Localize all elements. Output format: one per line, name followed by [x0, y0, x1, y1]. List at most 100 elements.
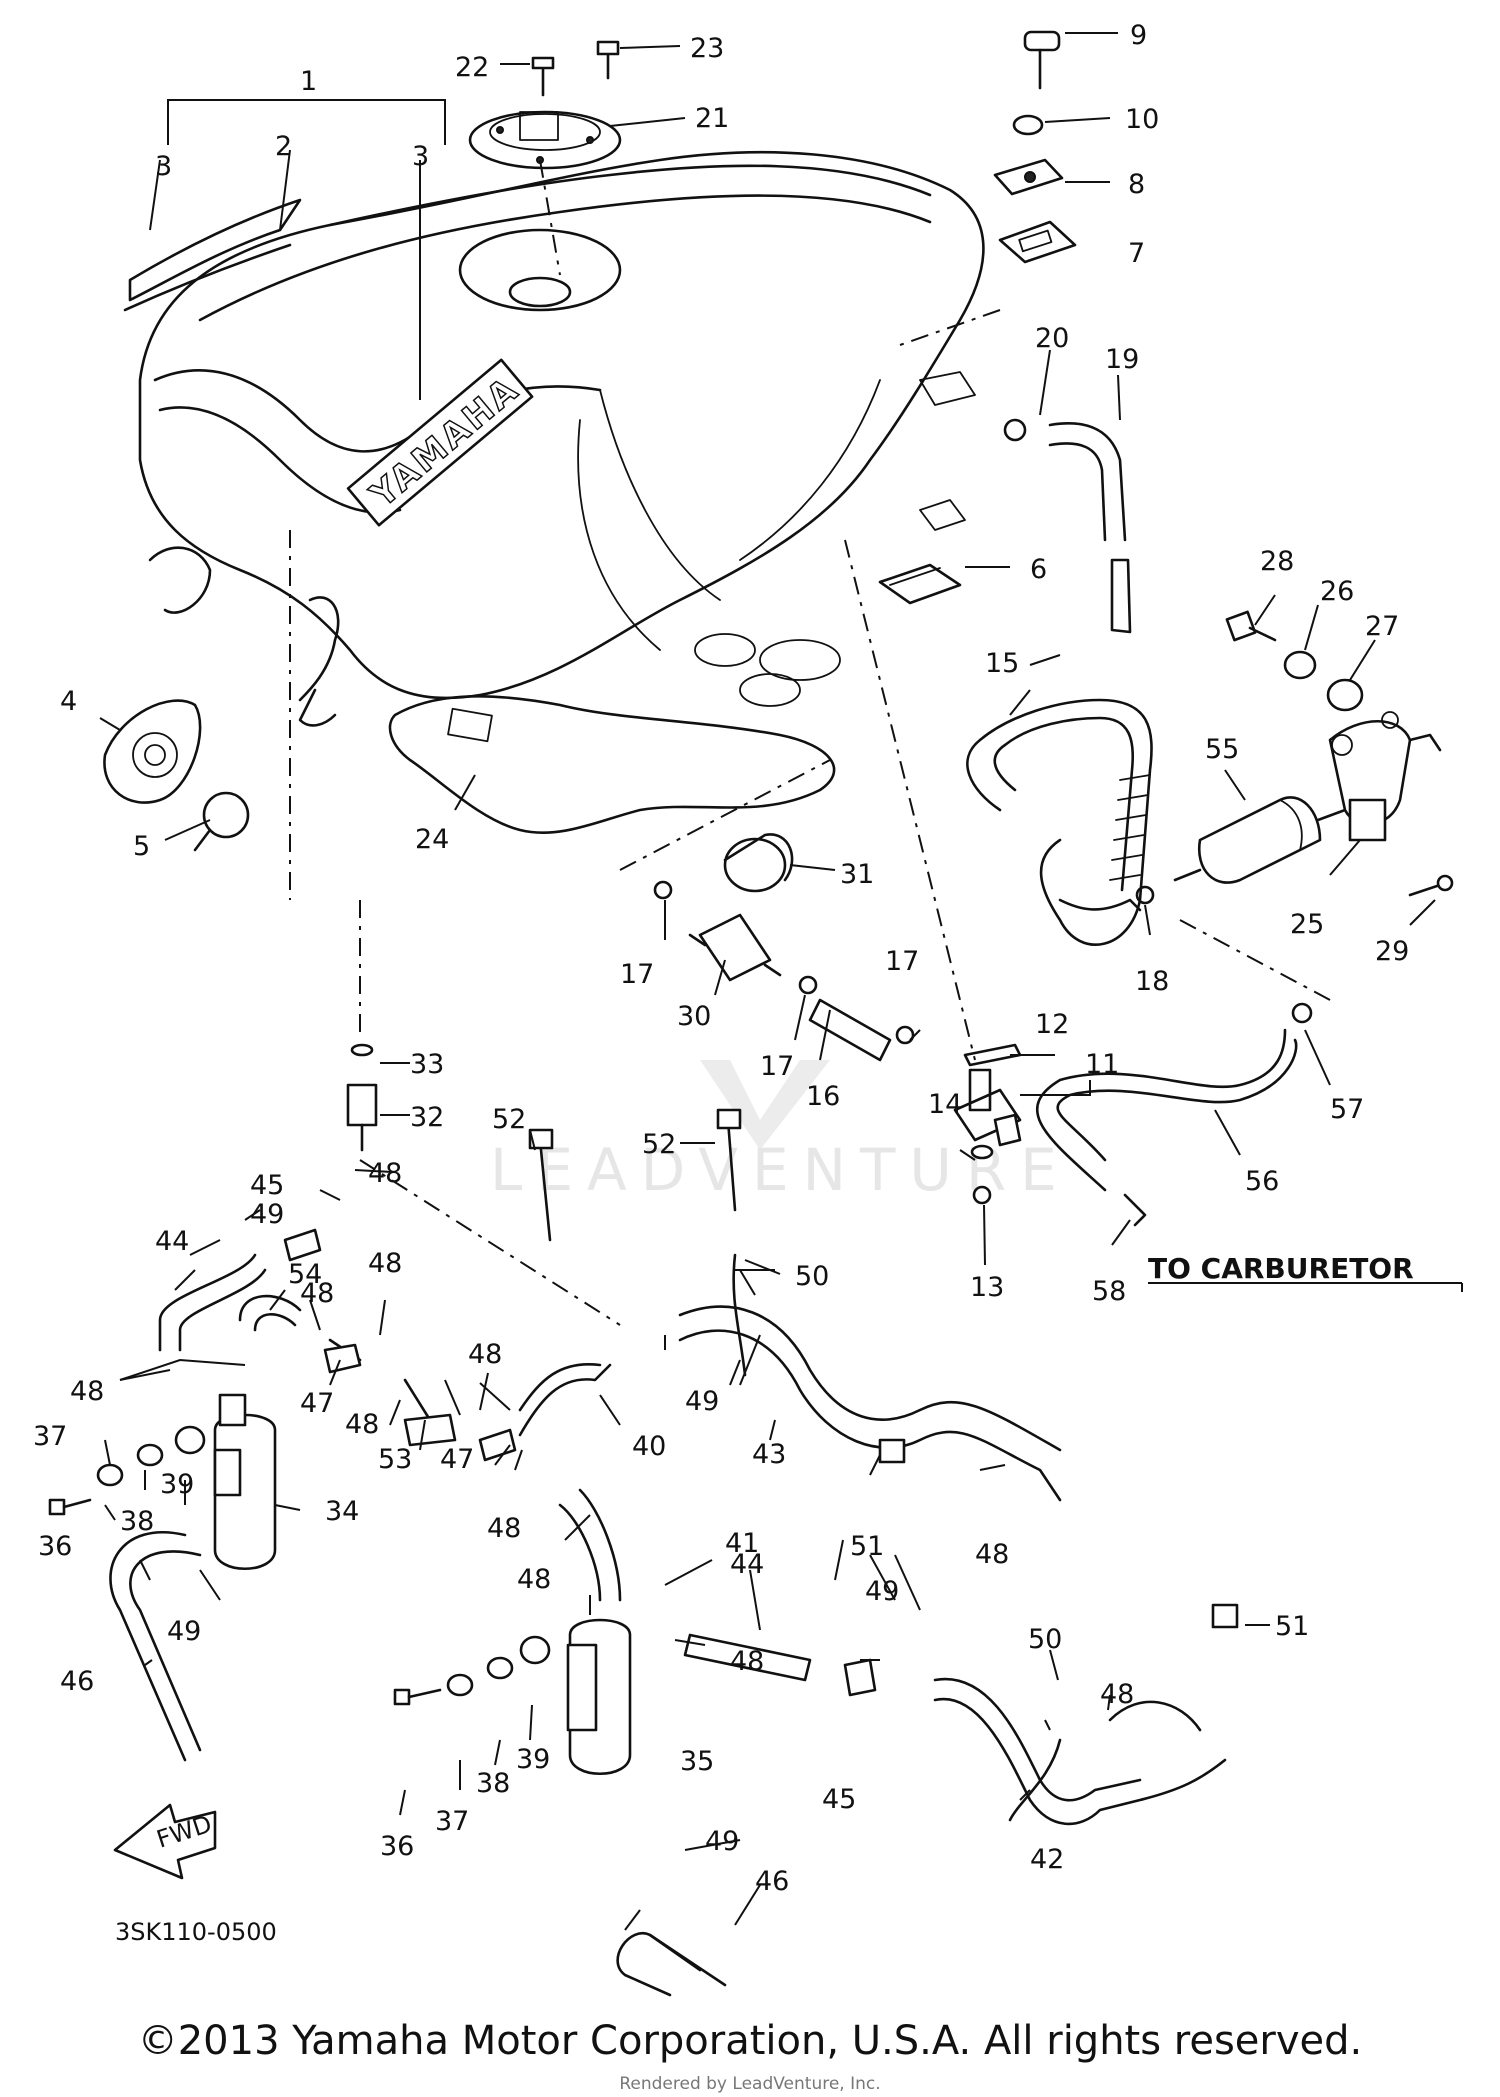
callout-45: 45 — [250, 1170, 284, 1201]
callout-42: 42 — [1030, 1844, 1064, 1875]
callout-50: 50 — [795, 1261, 829, 1292]
callout-27: 27 — [1365, 611, 1399, 642]
callout-44: 44 — [155, 1226, 189, 1257]
callout-10: 10 — [1125, 104, 1159, 135]
leader-lines — [99, 32, 1436, 1931]
callout-28: 28 — [1260, 546, 1294, 577]
callout-48: 48 — [730, 1646, 764, 1677]
cock-screw — [972, 1185, 992, 1205]
collar — [1012, 114, 1044, 136]
vent-hoses — [109, 1253, 1227, 1997]
callout-8: 8 — [1128, 169, 1145, 200]
callout-58: 58 — [1092, 1276, 1126, 1307]
callout-26: 26 — [1320, 576, 1354, 607]
callout-32: 32 — [410, 1102, 444, 1133]
callout-numbers: 1 2 3 3 4 5 6 7 8 9 10 11 12 13 14 15 16… — [33, 20, 1409, 1897]
callout-12: 12 — [1035, 1009, 1069, 1040]
watermark-text: LEADVENTURE — [490, 1136, 1071, 1204]
rollover-valve — [346, 1043, 378, 1152]
brand-text: YAMAHA — [363, 369, 528, 516]
callout-4: 4 — [60, 686, 77, 717]
callout-22: 22 — [455, 52, 489, 83]
hose-clip-18 — [1135, 885, 1155, 905]
hose-joints — [283, 1228, 877, 1697]
callout-47: 47 — [300, 1388, 334, 1419]
tank-graphic-stripe — [123, 198, 302, 312]
callout-3: 3 — [412, 141, 429, 172]
callout-57: 57 — [1330, 1094, 1364, 1125]
tank-damper-rear — [878, 563, 962, 605]
collar-rubber — [1326, 678, 1364, 712]
callout-55: 55 — [1205, 734, 1239, 765]
callout-25: 25 — [1290, 909, 1324, 940]
callout-48: 48 — [70, 1376, 104, 1407]
callout-15: 15 — [985, 648, 1019, 679]
hose-clamp — [653, 880, 915, 1045]
canister-lower — [566, 1618, 632, 1775]
callout-49: 49 — [865, 1576, 899, 1607]
callout-3: 3 — [155, 151, 172, 182]
drawing-code: 3SK110-0500 — [115, 1918, 277, 1946]
callout-14: 14 — [928, 1089, 962, 1120]
callout-50: 50 — [1028, 1624, 1062, 1655]
hose-ties — [732, 1253, 1239, 1822]
callout-35: 35 — [680, 1746, 714, 1777]
callout-48: 48 — [345, 1409, 379, 1440]
callout-20: 20 — [1035, 323, 1069, 354]
callout-23: 23 — [690, 33, 724, 64]
breather-hose — [1048, 422, 1132, 634]
callout-16: 16 — [806, 1081, 840, 1112]
assembly-guide-lines — [289, 159, 1331, 1326]
callout-52: 52 — [642, 1129, 676, 1160]
callout-38: 38 — [476, 1768, 510, 1799]
callout-49: 49 — [167, 1616, 201, 1647]
callout-39: 39 — [160, 1469, 194, 1500]
retaining-clip — [193, 791, 250, 852]
callout-19: 19 — [1105, 344, 1139, 375]
cap-bolt — [596, 40, 620, 80]
copyright-notice: ©2013 Yamaha Motor Corporation, U.S.A. A… — [137, 2018, 1363, 2064]
callout-48: 48 — [517, 1564, 551, 1595]
callout-18: 18 — [1135, 966, 1169, 997]
pump-screw — [1408, 874, 1454, 897]
callout-1: 1 — [300, 66, 317, 97]
callout-48: 48 — [1100, 1679, 1134, 1710]
hose-clip — [1003, 418, 1027, 442]
hose-clip-57 — [1291, 1002, 1313, 1024]
callout-30: 30 — [677, 1001, 711, 1032]
callout-47: 47 — [440, 1444, 474, 1475]
tank-side-cover — [103, 699, 202, 804]
hose-clip-58 — [1123, 1193, 1147, 1227]
canister-upper — [213, 1393, 277, 1570]
callout-48: 48 — [975, 1539, 1009, 1570]
callout-48: 48 — [368, 1158, 402, 1189]
callout-36: 36 — [380, 1831, 414, 1862]
callout-24: 24 — [415, 824, 449, 855]
callout-37: 37 — [435, 1806, 469, 1837]
callout-6: 6 — [1030, 554, 1047, 585]
callout-2: 2 — [275, 131, 292, 162]
callout-7: 7 — [1128, 238, 1145, 269]
canister-mounts — [48, 1425, 551, 1706]
callout-48: 48 — [368, 1248, 402, 1279]
callout-51: 51 — [1275, 1611, 1309, 1642]
callout-46: 46 — [755, 1866, 789, 1897]
callout-37: 37 — [33, 1421, 67, 1452]
bracket-bolt — [1225, 610, 1277, 642]
yamaha-badge: YAMAHA — [346, 358, 534, 527]
callout-48: 48 — [300, 1278, 334, 1309]
leadventure-watermark: LEADVENTURE — [490, 1060, 1071, 1204]
callout-54: 54 — [288, 1259, 322, 1290]
grommet — [1283, 650, 1317, 680]
callout-51: 51 — [850, 1531, 884, 1562]
mounting-bolt — [1023, 30, 1061, 90]
callout-33: 33 — [410, 1049, 444, 1080]
callout-5: 5 — [133, 831, 150, 862]
filter-cover — [723, 833, 794, 893]
callout-17: 17 — [620, 959, 654, 990]
damper-plate — [993, 158, 1064, 196]
callout-48: 48 — [487, 1513, 521, 1544]
callout-40: 40 — [632, 1431, 666, 1462]
rendered-by-watermark: Rendered by LeadVenture, Inc. — [619, 2074, 881, 2094]
